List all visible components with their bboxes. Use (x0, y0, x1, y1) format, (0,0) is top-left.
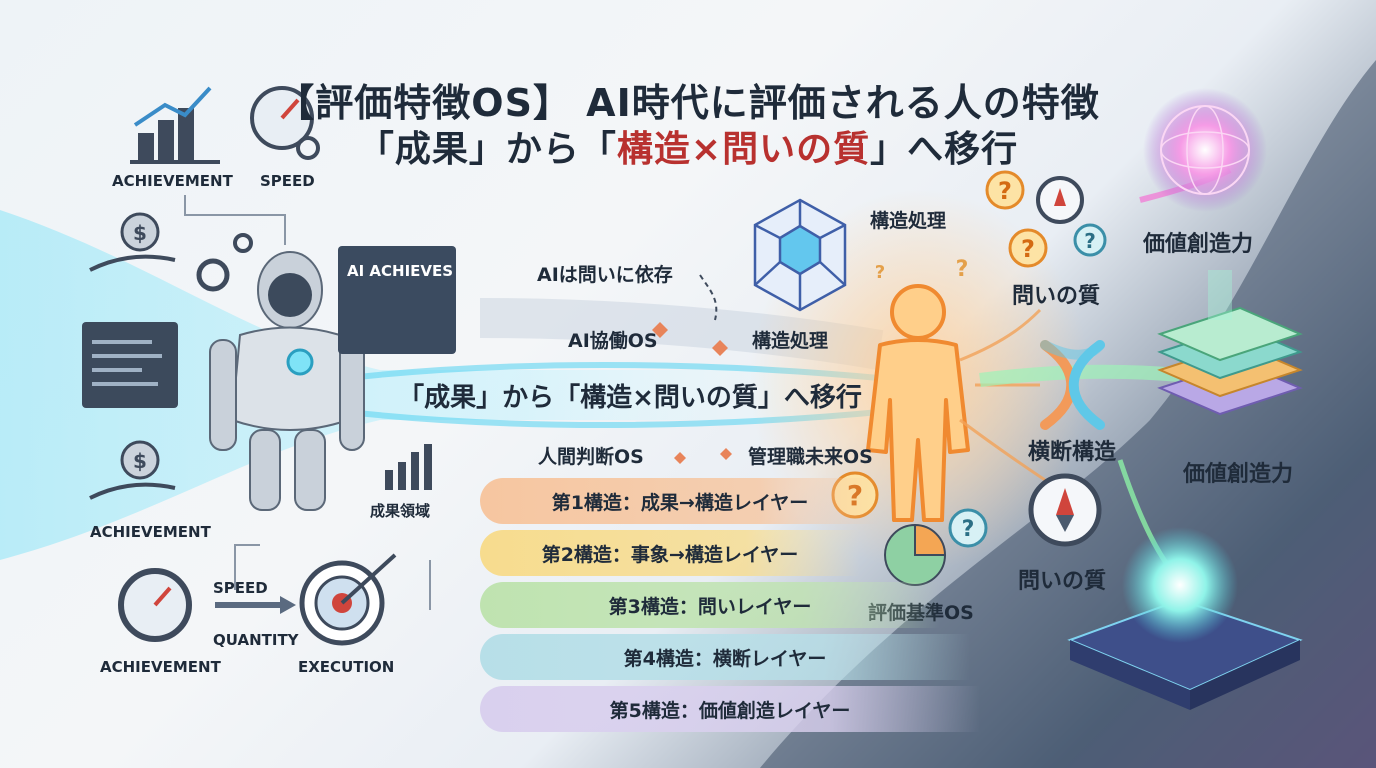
layer-3-label: 第3構造：問いレイヤー (608, 595, 812, 618)
question-quality-label-bottom: 問いの質 (1018, 569, 1107, 594)
layer-1: 第1構造：成果→構造レイヤー (480, 478, 880, 524)
result-domain-label: 成果領域 (370, 502, 431, 520)
ai-collab-os-label: AI協働OS (568, 330, 658, 352)
achievement-label-bottom: ACHIEVEMENT (100, 658, 221, 676)
layer-2-label: 第2構造：事象→構造レイヤー (541, 543, 799, 566)
cross-structure-label: 横断構造 (1028, 440, 1117, 465)
svg-text:?: ? (962, 517, 975, 542)
compass-icon (1036, 176, 1084, 224)
bar-chart-icon (385, 444, 432, 490)
subtitle-highlight: 構造×問いの質 (616, 129, 871, 170)
ai-achieves-label: AI ACHIEVES (347, 262, 454, 280)
ai-depends-label: AIは問いに依存 (537, 264, 673, 286)
speed-label-bottom: SPEED (213, 579, 268, 597)
human-judgment-os-label: 人間判断OS (538, 446, 644, 468)
layer-3: 第3構造：問いレイヤー (480, 582, 940, 628)
human-figure-icon (866, 284, 970, 522)
page-title: 【評価特徴OS】 AI時代に評価される人の特徴 (276, 81, 1100, 125)
robot-icon (209, 251, 365, 511)
execution-label: EXECUTION (298, 658, 395, 676)
page-subtitle: 「成果」から「構造×問いの質」へ移行 (0, 120, 1376, 172)
gear-icon (196, 233, 253, 292)
subtitle-part-2: 」へ移行 (870, 129, 1019, 170)
svg-text:?: ? (875, 262, 885, 283)
svg-text:$: $ (133, 221, 147, 245)
money-hand-icon: $ (89, 212, 176, 272)
ai-achieves-panel (338, 246, 456, 354)
stacked-layers-icon (1157, 270, 1303, 416)
struct-proc-top-label: 構造処理 (870, 210, 947, 232)
target-icon (299, 553, 397, 646)
achievement-label-top: ACHIEVEMENT (112, 172, 233, 190)
code-window-icon (82, 322, 178, 408)
svg-text:?: ? (998, 177, 1012, 205)
cross-structure-icon (1040, 340, 1105, 430)
speed-gear-icon (118, 568, 192, 642)
transition-banner: 「成果」から「構造×問いの質」へ移行 (398, 382, 862, 413)
svg-text:?: ? (1021, 235, 1035, 263)
achievement-label-mid: ACHIEVEMENT (90, 523, 211, 541)
growth-chart-icon (130, 86, 220, 164)
layer-4-label: 第4構造：横断レイヤー (623, 647, 827, 670)
value-creation-label-top: 価値創造力 (1143, 232, 1254, 257)
layer-2: 第2構造：事象→構造レイヤー (480, 530, 860, 576)
speed-label-top: SPEED (260, 172, 315, 190)
quantity-label: QUANTITY (213, 631, 299, 649)
svg-text:?: ? (956, 257, 969, 282)
layer-4: 第4構造：横断レイヤー (480, 634, 970, 680)
money-hand-icon-2: $ (89, 440, 176, 500)
layer-5: 第5構造：価値創造レイヤー (480, 686, 980, 732)
speedometer-icon (250, 86, 320, 160)
mgmt-future-os-label: 管理職未来OS (748, 446, 873, 468)
evaluation-chart-icon (884, 523, 947, 586)
layer-1-label: 第1構造：成果→構造レイヤー (551, 491, 809, 514)
compass-icon-2 (1028, 473, 1102, 547)
subtitle-part-1: 「成果」から「 (357, 129, 617, 170)
layer-5-label: 第5構造：価値創造レイヤー (609, 699, 851, 722)
value-creation-label-mid: 価値創造力 (1183, 462, 1294, 487)
svg-text:?: ? (1084, 229, 1096, 253)
cube-network-icon (753, 198, 847, 312)
question-quality-label-top: 問いの質 (1012, 284, 1101, 309)
struct-proc-node-label: 構造処理 (752, 330, 829, 352)
svg-text:$: $ (133, 449, 147, 473)
